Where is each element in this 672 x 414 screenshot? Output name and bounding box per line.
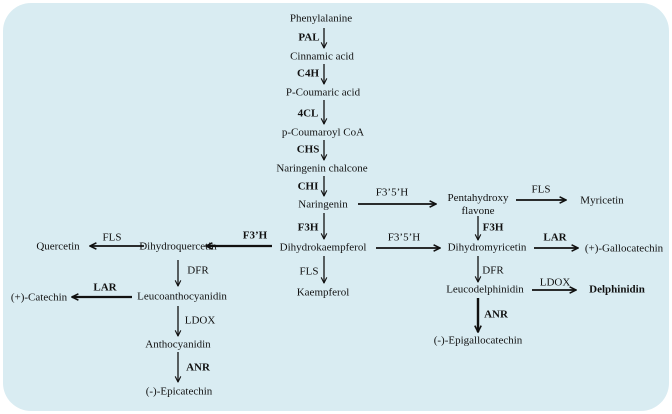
enzyme-f3h-prime: F3’H [242, 229, 268, 242]
enzyme-ldox-left: LDOX [184, 314, 216, 327]
compound-naringenin: Naringenin [298, 198, 348, 211]
enzyme-lar-right: LAR [543, 231, 567, 244]
enzyme-anr-right: ANR [484, 308, 508, 321]
compound-dihydrokaempferol: Dihydrokaempferol [279, 241, 367, 254]
enzyme-ldox-right: LDOX [539, 276, 571, 289]
compound-catechin: (+)-Catechin [10, 291, 68, 304]
enzyme-f35h-top: F3’5’H [375, 186, 409, 199]
enzyme-fls-quercetin: FLS [102, 231, 122, 244]
enzyme-pal: PAL [298, 31, 320, 44]
enzyme-f35h-mid: F3’5’H [387, 231, 421, 244]
compound-cinnamic-acid: Cinnamic acid [290, 50, 354, 63]
enzyme-c4h: C4H [297, 67, 319, 80]
enzyme-fls-myricetin: FLS [531, 183, 551, 196]
enzyme-dfr-right: DFR [482, 264, 504, 277]
compound-delphinidin: Delphinidin [589, 283, 645, 296]
enzyme-f3h-right: F3H [482, 221, 504, 234]
enzyme-chi: CHI [297, 180, 319, 193]
compound-pentahydroxy-flavone: Pentahydroxy flavone [447, 192, 509, 217]
enzyme-chs: CHS [296, 143, 320, 156]
compound-p-coumaroyl-coa: p-Coumaroyl CoA [281, 126, 365, 139]
compound-leucodelphinidin: Leucodelphinidin [446, 283, 524, 296]
compound-p-coumaric-acid: P-Coumaric acid [285, 86, 361, 99]
compound-phenylalanine: Phenylalanine [289, 12, 353, 25]
enzyme-fls-kaempferol: FLS [299, 265, 319, 278]
enzyme-4cl: 4CL [297, 107, 319, 120]
compound-quercetin: Quercetin [36, 240, 80, 253]
compound-naringenin-chalcone: Naringenin chalcone [276, 162, 368, 175]
compound-epicatechin: (-)-Epicatechin [145, 385, 213, 398]
compound-dihydroquercetin: Dihydroquercetin [139, 240, 217, 253]
compound-epigallocatechin: (-)-Epigallocatechin [433, 334, 523, 347]
diagram-background [3, 3, 669, 411]
enzyme-f3h-left: F3H [297, 221, 319, 234]
enzyme-anr-left: ANR [186, 361, 210, 374]
enzyme-lar-left: LAR [93, 281, 117, 294]
compound-leucoanthocyanidin: Leucoanthocyanidin [137, 290, 227, 303]
compound-myricetin: Myricetin [580, 194, 624, 207]
enzyme-dfr-left: DFR [187, 264, 209, 277]
compound-kaempferol: Kaempferol [296, 286, 350, 299]
compound-dihydromyricetin: Dihydromyricetin [447, 241, 527, 254]
compound-anthocyanidin: Anthocyanidin [145, 338, 211, 351]
compound-gallocatechin: (+)-Gallocatechin [584, 242, 664, 255]
